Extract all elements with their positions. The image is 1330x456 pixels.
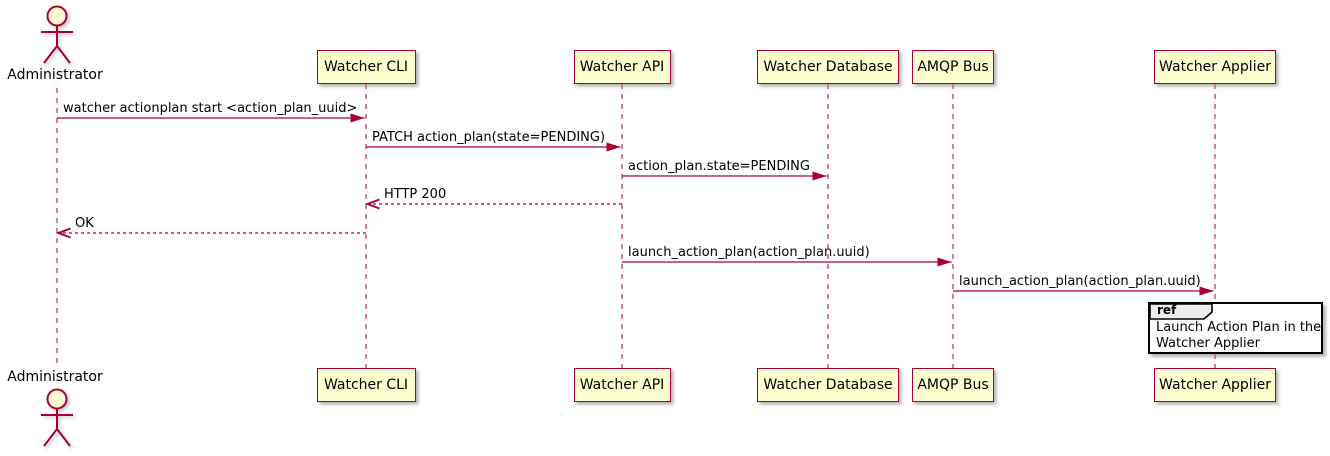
participant-box-applier-bottom: Watcher Applier xyxy=(1154,368,1276,402)
message-arrowhead xyxy=(937,257,952,267)
participant-box-applier-top: Watcher Applier xyxy=(1154,50,1276,84)
actor-label-top: Administrator xyxy=(7,67,103,83)
ref-text-line: Watcher Applier xyxy=(1156,336,1260,351)
ref-tab-shape xyxy=(1149,303,1213,320)
participant-box-db-bottom: Watcher Database xyxy=(757,368,899,402)
participant-box-amqp-bottom: AMQP Bus xyxy=(912,368,994,402)
participant-box-cli-top: Watcher CLI xyxy=(316,50,416,84)
actor-label-bottom: Administrator xyxy=(7,369,103,385)
actor-figure-bottom xyxy=(41,388,73,447)
participant-box-api-bottom: Watcher API xyxy=(573,368,671,402)
message-arrowhead xyxy=(350,113,365,123)
participant-box-db-top: Watcher Database xyxy=(757,50,899,84)
message-arrowhead xyxy=(606,142,621,152)
participant-box-amqp-top: AMQP Bus xyxy=(912,50,994,84)
message-arrowhead xyxy=(55,227,71,239)
ref-text-line: Launch Action Plan in the xyxy=(1156,320,1322,335)
message-label: PATCH action_plan(state=PENDING) xyxy=(372,130,606,145)
participant-box-api-top: Watcher API xyxy=(573,50,671,84)
message-label: watcher actionplan start <action_plan_uu… xyxy=(63,101,358,116)
message-label: HTTP 200 xyxy=(384,187,447,202)
message-arrowhead xyxy=(364,198,380,210)
message-label: action_plan.state=PENDING xyxy=(628,159,810,174)
message-label: launch_action_plan(action_plan.uuid) xyxy=(628,245,870,260)
message-arrowhead xyxy=(1199,286,1214,296)
message-label: launch_action_plan(action_plan.uuid) xyxy=(959,274,1201,289)
actor-figure-top xyxy=(41,5,73,64)
ref-keyword: ref xyxy=(1157,303,1177,317)
message-arrowhead xyxy=(812,171,827,181)
participant-box-cli-bottom: Watcher CLI xyxy=(316,368,416,402)
message-label: OK xyxy=(75,216,94,231)
